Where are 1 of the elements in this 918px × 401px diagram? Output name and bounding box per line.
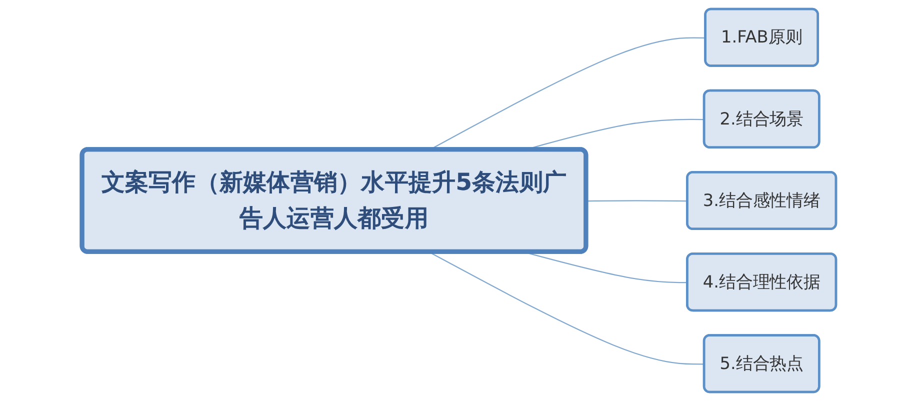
connector: [586, 200, 688, 202]
